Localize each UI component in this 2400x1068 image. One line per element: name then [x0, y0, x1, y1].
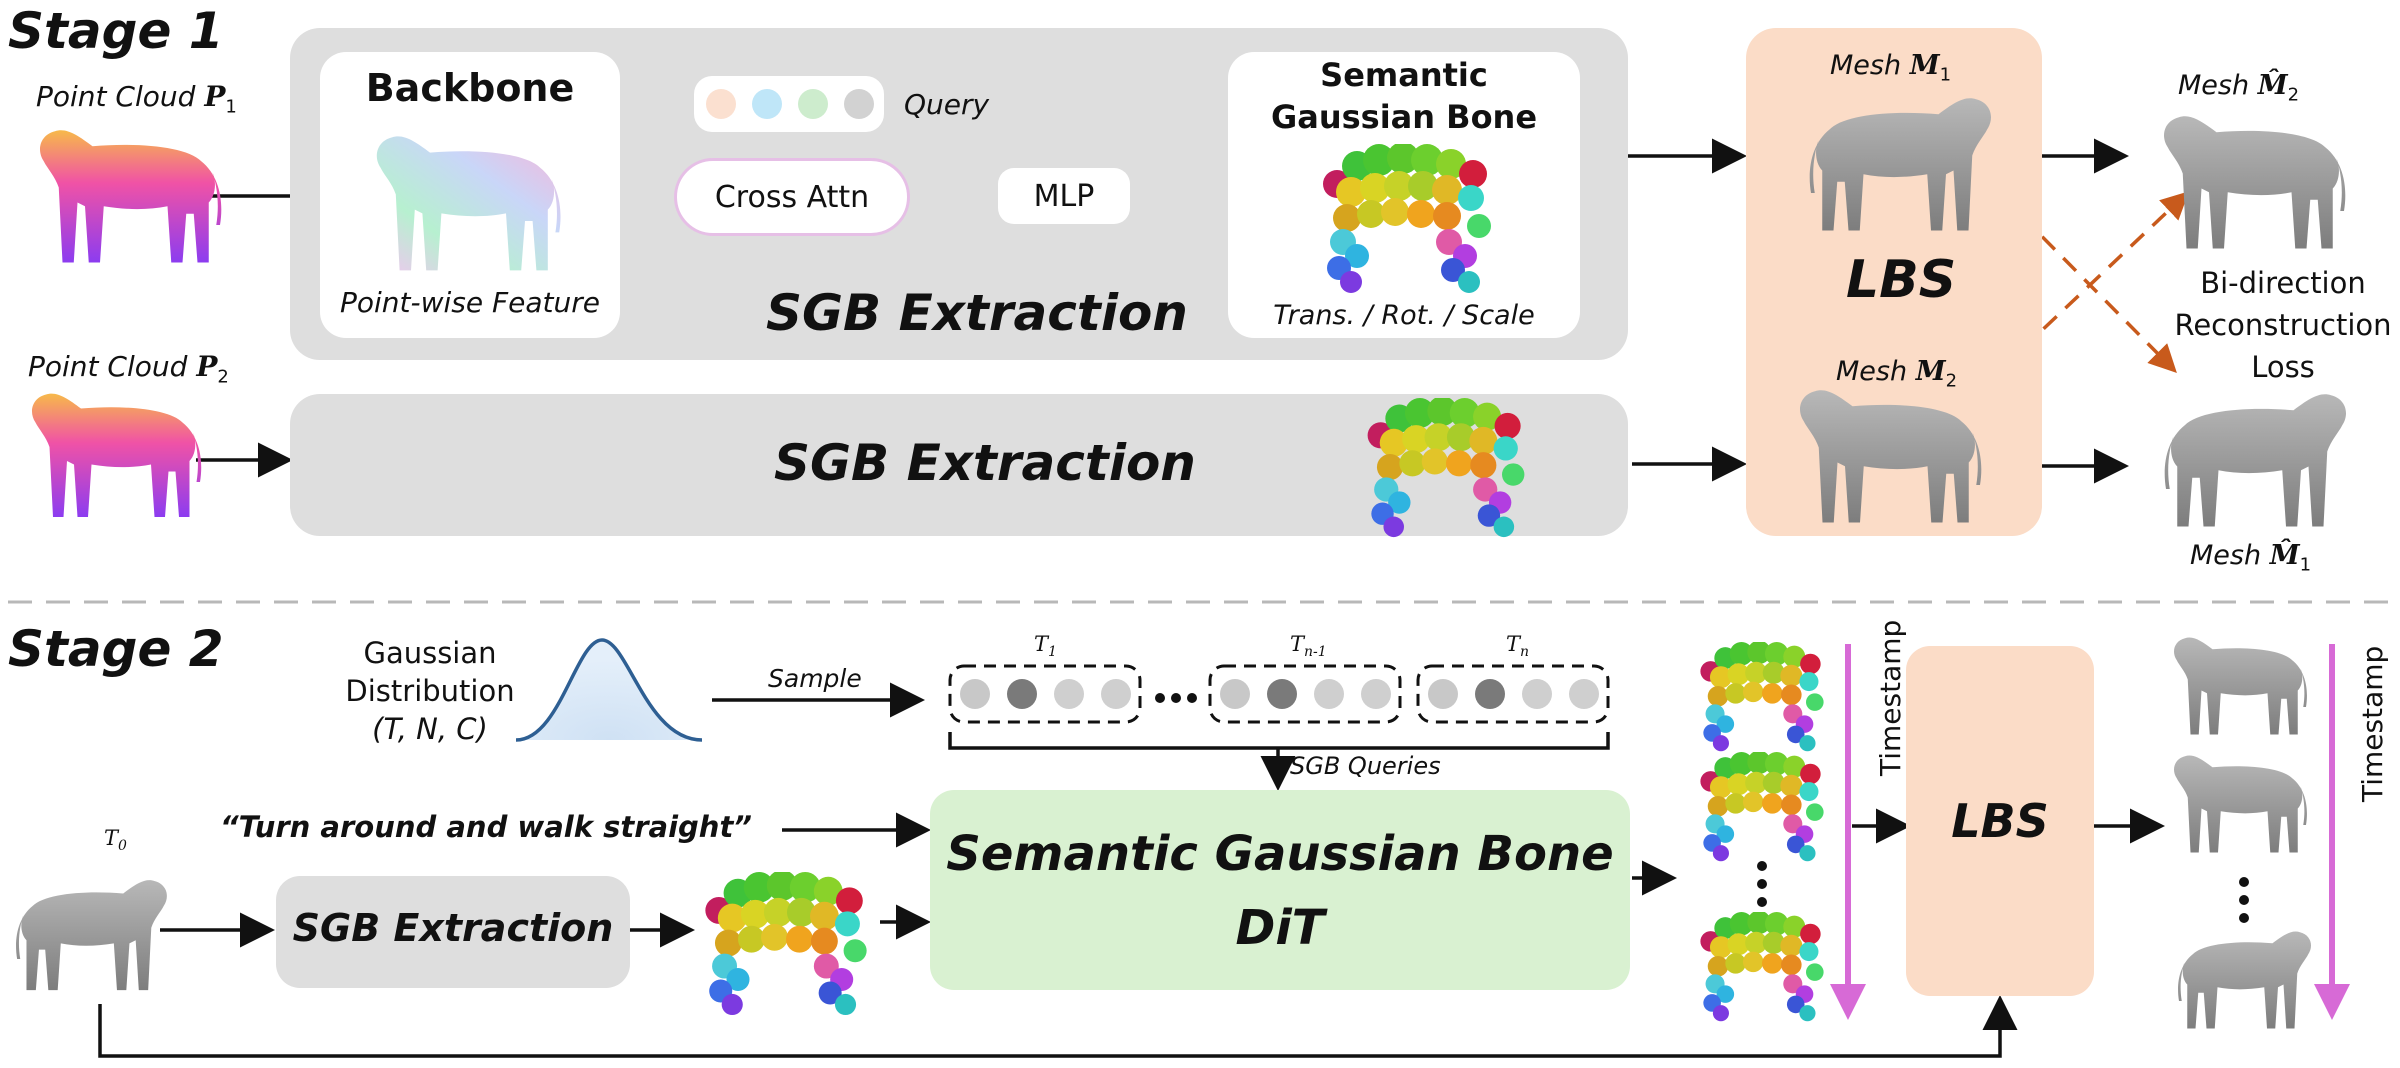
- skip-connection: [98, 995, 2018, 1058]
- query-dots: [706, 89, 874, 119]
- sgb-title-line1: Semantic: [1320, 56, 1488, 94]
- output-mesh-frame-1: [2174, 637, 2307, 735]
- t0-label: T0: [104, 826, 127, 855]
- t0-mesh-image: [16, 880, 167, 991]
- mesh-m2-label: Mesh M2: [1836, 356, 1958, 392]
- token-group-tn: [1416, 664, 1610, 724]
- stage2-title: Stage 2: [8, 620, 224, 678]
- gaussian-fill: [516, 640, 702, 740]
- mlp-box: MLP: [998, 168, 1130, 224]
- mesh-m2hat-label: Mesh M̂2: [2178, 70, 2300, 106]
- gaussian-curve: [515, 638, 703, 742]
- gauss-line2: Distribution: [345, 674, 515, 708]
- backbone-title: Backbone: [365, 66, 575, 110]
- point-wise-feature-image: [376, 136, 561, 271]
- loss-line1: Bi-direction: [2200, 266, 2366, 300]
- bones-frame-n: [1700, 912, 1824, 1022]
- output-mesh-frame-2: [2174, 755, 2307, 853]
- lbs-panel-stage2: [1906, 646, 2094, 996]
- semantic-gaussian-bone-image: [1323, 144, 1491, 293]
- dit-line1: Semantic Gaussian Bone: [946, 826, 1614, 882]
- token-dots: [960, 679, 1599, 709]
- tn-label: Tn: [1506, 632, 1530, 661]
- t1-label: T1: [1034, 632, 1057, 661]
- mesh-m2-image: [1800, 390, 1982, 523]
- lbs-label-stage1: LBS: [1846, 250, 1957, 310]
- bones-frame-2: [1700, 752, 1824, 862]
- timestamp-label-right: Timestamp: [2356, 645, 2389, 802]
- point-cloud-2-label: Point Cloud P2: [28, 350, 229, 388]
- loss-line3: Loss: [2251, 350, 2315, 384]
- sgb-queries-label: SGB Queries: [1290, 752, 1441, 780]
- output-mesh-frame-n: [2178, 931, 2311, 1029]
- queries-bracket: [948, 732, 1610, 750]
- query-chip: [694, 76, 884, 132]
- sgb-extraction-label-bottom: SGB Extraction: [774, 434, 1196, 492]
- mesh-m2hat-image: [2164, 116, 2346, 249]
- token-group-tn1: [1208, 664, 1402, 724]
- vertical-ellipsis-right: [2239, 877, 2249, 923]
- tn1-label: Tn-1: [1290, 632, 1327, 661]
- sgb-extraction-box-stage2: [276, 876, 630, 988]
- backbone-caption: Point-wise Feature: [340, 286, 600, 319]
- lbs-label-stage2: LBS: [1951, 794, 2049, 848]
- mesh-m1hat-label: Mesh M̂1: [2190, 540, 2312, 576]
- mesh-m1-image: [1809, 98, 1991, 231]
- loss-line2: Reconstruction: [2174, 308, 2392, 342]
- token-group-t1: [948, 664, 1142, 724]
- mesh-m1-label: Mesh M1: [1830, 50, 1952, 86]
- sgb-title-line2: Gaussian Bone: [1270, 98, 1538, 136]
- vertical-ellipsis-left: [1757, 861, 1767, 907]
- query-label: Query: [904, 88, 990, 121]
- t0-bones-image: [705, 872, 867, 1016]
- bones-frame-1: [1700, 642, 1824, 752]
- dit-line2: DiT: [1235, 900, 1325, 956]
- sgb-caption: Trans. / Rot. / Scale: [1273, 300, 1535, 331]
- sample-label: Sample: [768, 664, 862, 693]
- sgb-bottom-bone-image: [1367, 398, 1525, 538]
- stage1-title: Stage 1: [8, 2, 224, 60]
- sgb-extraction-label-top: SGB Extraction: [766, 284, 1188, 342]
- cross-attn-box: Cross Attn: [674, 158, 910, 236]
- dit-box: [930, 790, 1630, 990]
- timestamp-label-left: Timestamp: [1874, 619, 1907, 776]
- mesh-m1hat-image: [2164, 394, 2346, 527]
- point-cloud-1-image: [40, 130, 222, 263]
- text-prompt: “Turn around and walk straight”: [220, 810, 752, 844]
- gauss-line1: Gaussian: [363, 636, 497, 670]
- point-cloud-2-image: [32, 393, 202, 517]
- gauss-line3: (T, N, C): [372, 712, 488, 746]
- sgb-extraction-label-stage2: SGB Extraction: [292, 906, 614, 950]
- point-cloud-1-label: Point Cloud P1: [36, 80, 237, 118]
